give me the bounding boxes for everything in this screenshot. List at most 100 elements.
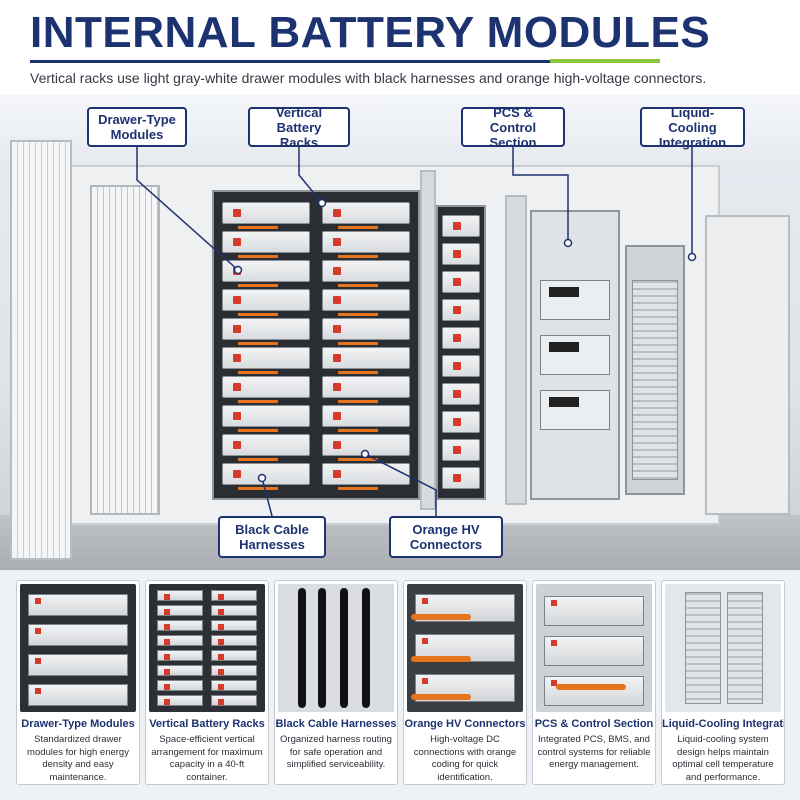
hv-cable xyxy=(338,313,378,316)
battery-module xyxy=(442,299,480,321)
pcs-unit xyxy=(540,335,610,375)
rack-module xyxy=(211,650,257,661)
cooling-panel xyxy=(685,592,721,704)
callout-text: Modules xyxy=(110,127,164,142)
orange-cable xyxy=(411,694,471,700)
rack-module xyxy=(211,635,257,646)
battery-module xyxy=(322,463,410,485)
rack-module xyxy=(211,695,257,706)
battery-module xyxy=(442,327,480,349)
feature-card-pcs: PCS & Control Section Integrated PCS, BM… xyxy=(532,580,656,785)
battery-module xyxy=(322,231,410,253)
card-image xyxy=(536,584,652,712)
battery-module xyxy=(222,202,310,224)
card-image xyxy=(278,584,394,712)
orange-cable xyxy=(411,614,471,620)
card-description: Space-efficient vertical arrangement for… xyxy=(151,734,263,783)
hv-cable xyxy=(238,342,278,345)
cooling-grill xyxy=(632,280,678,480)
callout-text: Connectors xyxy=(409,537,483,552)
black-harness xyxy=(298,588,306,708)
middle-door-2 xyxy=(505,195,527,505)
hv-cable xyxy=(238,458,278,461)
rack-module xyxy=(157,635,203,646)
feature-card-hv: Orange HV Connectors High-voltage DC con… xyxy=(403,580,527,785)
battery-module xyxy=(442,271,480,293)
hv-cable xyxy=(338,371,378,374)
card-description: Integrated PCS, BMS, and control systems… xyxy=(537,734,651,770)
hv-cable xyxy=(338,342,378,345)
page-title: INTERNAL BATTERY MODULES xyxy=(30,8,711,57)
card-description: Organized harness routing for safe opera… xyxy=(280,734,392,770)
callout-text: Vertical xyxy=(275,104,323,120)
card-image xyxy=(665,584,781,712)
rack-module xyxy=(157,650,203,661)
feature-card-drawer: Drawer-Type Modules Standardized drawer … xyxy=(16,580,140,785)
card-description: Liquid-cooling system design helps maint… xyxy=(672,734,774,783)
battery-module xyxy=(322,318,410,340)
title-underline-accent xyxy=(550,59,660,63)
rack-module xyxy=(157,605,203,616)
hv-cable xyxy=(238,487,278,490)
card-title: Orange HV Connectors xyxy=(404,718,526,730)
right-door xyxy=(705,215,790,515)
callout-text: Black Cable xyxy=(235,522,309,537)
left-mesh-door xyxy=(10,140,72,560)
card-description: High-voltage DC connections with orange … xyxy=(413,734,517,783)
main-photo xyxy=(0,95,800,570)
card-title: PCS & Control Section xyxy=(534,718,654,730)
hv-cable xyxy=(338,429,378,432)
battery-module xyxy=(322,347,410,369)
rack-bay-main xyxy=(212,190,420,500)
hv-cable xyxy=(238,255,278,258)
battery-module xyxy=(222,231,310,253)
rack-module xyxy=(157,695,203,706)
drawer-module xyxy=(28,624,128,646)
feature-card-cooling: Liquid-Cooling Integration Liquid-coolin… xyxy=(661,580,785,785)
battery-module xyxy=(222,289,310,311)
orange-cable xyxy=(556,684,626,690)
battery-module xyxy=(322,376,410,398)
feature-card-harnesses: Black Cable Harnesses Organized harness … xyxy=(274,580,398,785)
hv-cable xyxy=(238,429,278,432)
battery-module xyxy=(222,318,310,340)
callout-text: Integration xyxy=(658,134,727,150)
card-description: Standardized drawer modules for high ene… xyxy=(27,734,129,783)
page-subtitle: Vertical racks use light gray-white draw… xyxy=(30,70,707,86)
card-title: Vertical Battery Racks xyxy=(149,718,265,730)
callout-text: Battery Racks xyxy=(276,119,322,150)
card-title: Liquid-Cooling Integration xyxy=(662,718,784,730)
inner-mesh-door xyxy=(90,185,160,515)
rack-module xyxy=(211,665,257,676)
hv-cable xyxy=(238,313,278,316)
battery-module xyxy=(222,405,310,427)
hv-cable xyxy=(238,226,278,229)
middle-door xyxy=(420,170,436,510)
battery-module xyxy=(322,289,410,311)
drawer-module xyxy=(28,654,128,676)
hv-cable xyxy=(338,458,378,461)
black-harness xyxy=(362,588,370,708)
battery-module xyxy=(322,202,410,224)
pcs-module xyxy=(544,596,644,626)
battery-module xyxy=(222,260,310,282)
hv-cable xyxy=(238,371,278,374)
cooling-panel xyxy=(727,592,763,704)
card-image xyxy=(407,584,523,712)
battery-module xyxy=(222,376,310,398)
rack-module xyxy=(211,590,257,601)
hv-cable xyxy=(338,226,378,229)
hv-cable xyxy=(238,284,278,287)
rack-module xyxy=(157,665,203,676)
rack-module xyxy=(157,680,203,691)
card-title: Black Cable Harnesses xyxy=(275,718,397,730)
battery-module xyxy=(322,260,410,282)
black-harness xyxy=(318,588,326,708)
card-image xyxy=(20,584,136,712)
battery-module xyxy=(442,383,480,405)
